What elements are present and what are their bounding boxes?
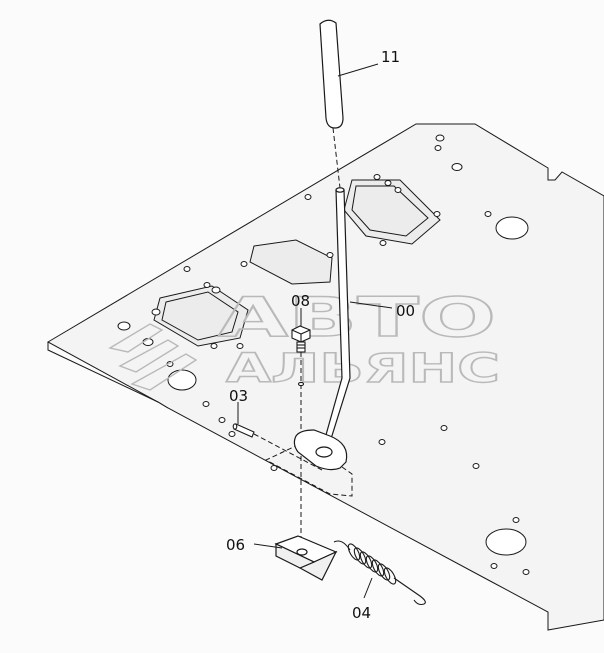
guide-knob-rod [332,127,341,189]
callout-04: 04 [352,604,371,622]
callout-11: 11 [381,48,400,66]
watermark-logo-icon [108,323,198,391]
hole-large-bottom [485,528,527,556]
bracket-part-06 [274,535,338,581]
plate-holes [117,134,530,575]
callout-08: 08 [291,292,310,310]
hole-large-left [167,369,197,391]
bolt-part-08 [291,325,311,387]
cutout-front-inner [161,291,239,341]
bracket-hole [296,548,308,556]
leader-04 [363,577,373,599]
hole-large-right [495,216,529,240]
lever-foot-hole [315,446,333,458]
leader-00 [349,301,393,309]
cutout-front [153,285,249,347]
bolt-washer [297,381,305,387]
leader-11 [337,63,379,77]
watermark: АВТО АЛЬЯНС [108,285,501,393]
leader-06 [253,543,283,549]
lever-part-00 [293,187,351,471]
spring-hook-left [333,540,351,551]
plate-edge-front [47,342,169,409]
watermark-line2: АЛЬЯНС [226,346,500,392]
bolt-shank [296,341,306,353]
cutout-rear-inner [351,185,429,237]
callout-03: 03 [229,387,248,405]
lever-rod-top [335,187,345,193]
cutout-middle [249,239,333,285]
knob-part-11 [319,19,344,129]
spring-hook-right [393,577,426,606]
callout-00: 00 [396,302,415,320]
spring-part-04 [333,540,426,606]
knob-grip [319,19,344,129]
guide-pin [253,433,323,471]
callout-06: 06 [226,536,245,554]
watermark-line1: АВТО [218,286,496,349]
pin-part-03 [232,423,255,438]
leader-lines [237,63,393,599]
